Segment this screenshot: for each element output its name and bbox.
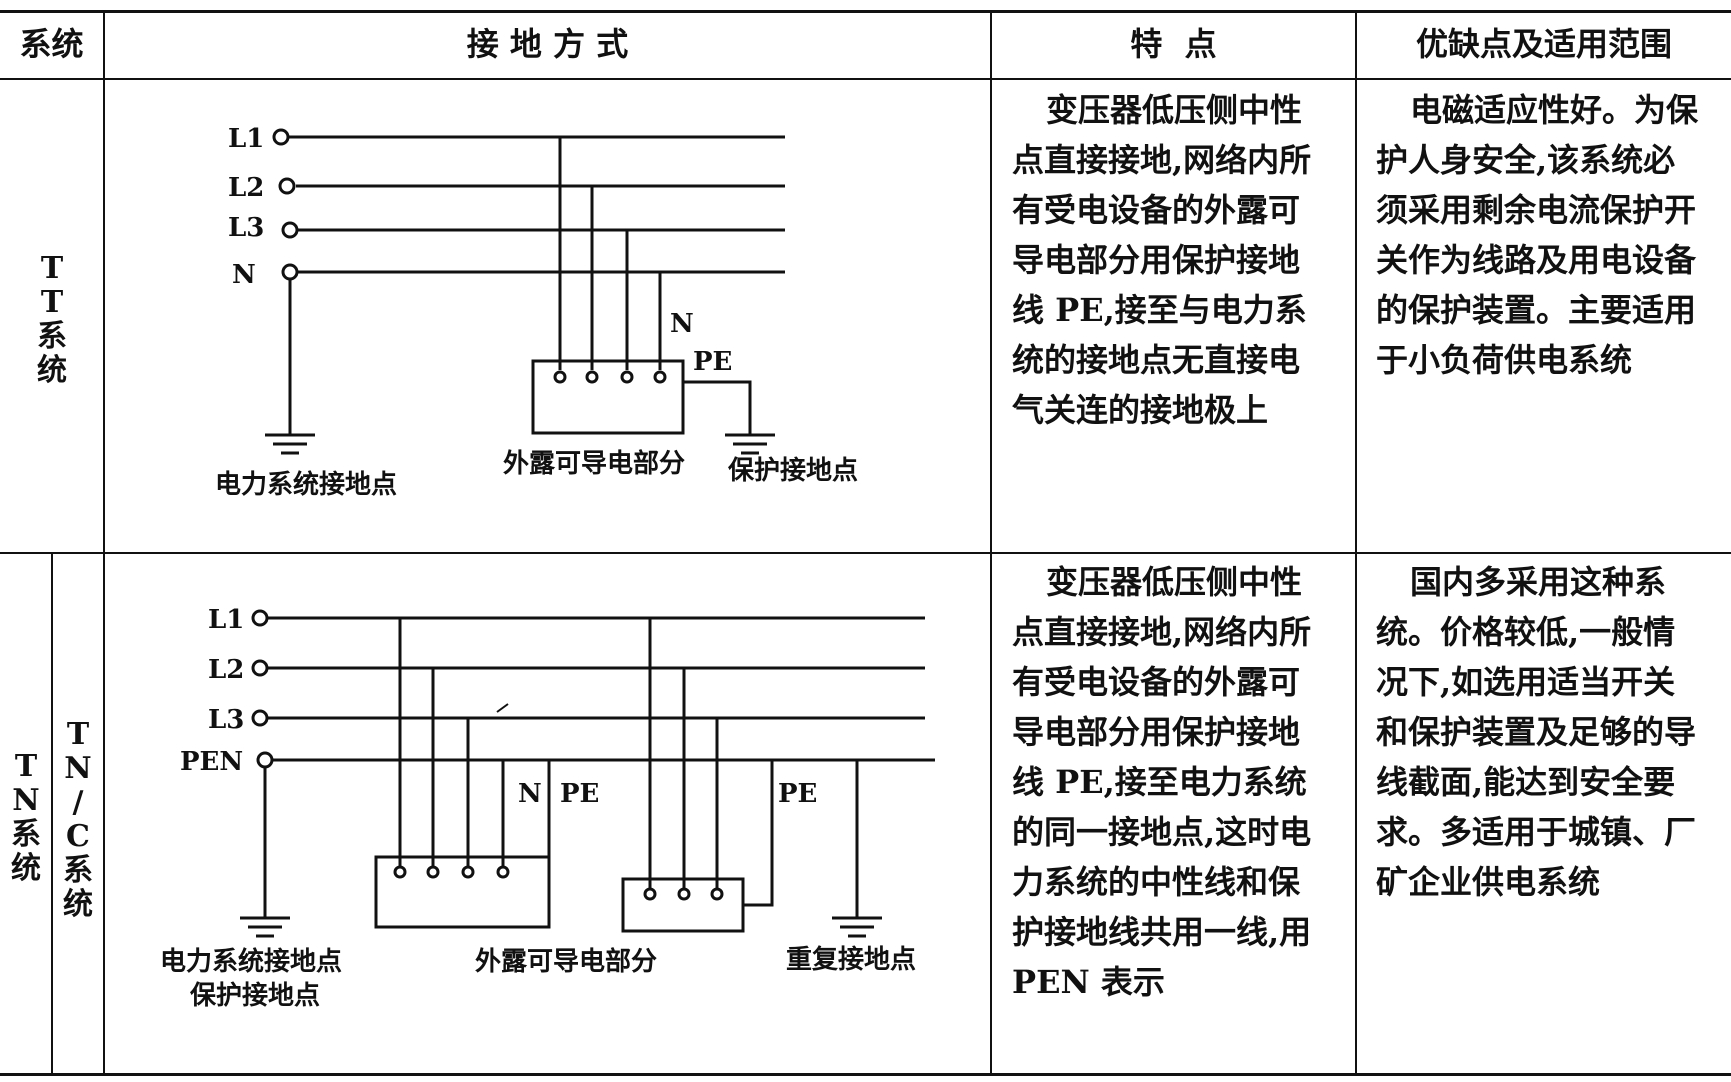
header-pros: 优缺点及适用范围 (1415, 25, 1672, 63)
header-method: 接 地 方 式 (466, 25, 629, 63)
tn-l3-label: L3 (208, 705, 244, 735)
tn-pe1-label: PE (560, 779, 599, 809)
tt-n-label: N (232, 260, 256, 290)
tnc-subsystem-label: T N / C 系 统 (63, 717, 93, 922)
table-bottom-rule (0, 1073, 1731, 1076)
tt-l3-label: L3 (228, 213, 264, 243)
l1-terminal-icon (272, 128, 290, 146)
tn-pros-text: 国内多采用这种系 统。价格较低,一般情 况下,如选用适当开关 和保护装置及足够的… (1376, 563, 1697, 901)
n-terminal-icon (281, 263, 299, 281)
tn-l1-label: L1 (208, 605, 244, 635)
pen-terminal-icon (256, 751, 274, 769)
tn-repeat-ground-label: 重复接地点 (786, 944, 916, 975)
tt-n-drop-label: N (670, 309, 694, 339)
tt-pe-label: PE (693, 347, 732, 377)
tt-power-ground-label: 电力系统接地点 (215, 469, 397, 500)
l1-terminal-icon (251, 609, 269, 627)
tn-pe2-label: PE (778, 779, 817, 809)
repeat-ground-icon (832, 916, 882, 938)
tt-feature-text: 变压器低压侧中性 点直接接地,网络内所 有受电设备的外露可 导电部分用保护接地 … (1012, 91, 1312, 429)
tt-exposed-part-box (531, 359, 685, 435)
tn-l2-label: L2 (208, 655, 244, 685)
l3-terminal-icon (281, 221, 299, 239)
header-system: 系统 (19, 25, 84, 63)
l3-terminal-icon (251, 709, 269, 727)
col-divider-subsystem (51, 553, 53, 1075)
tn-power-ground-label: 电力系统接地点 (160, 946, 342, 977)
tn-pen-label: PEN (180, 747, 243, 777)
tt-l1-label: L1 (228, 124, 264, 154)
col-divider-system (103, 10, 105, 1076)
col-divider-feature (1355, 10, 1357, 1076)
tn-protect-ground-label: 保护接地点 (189, 980, 320, 1011)
power-ground-icon (265, 433, 315, 455)
tn-n-label: N (518, 779, 542, 809)
tt-exposed-label: 外露可导电部分 (503, 449, 685, 479)
col-divider-method (990, 10, 992, 1076)
header-bottom-rule (0, 78, 1731, 80)
tn-exposed-label: 外露可导电部分 (475, 947, 657, 977)
tt-protect-ground-label: 保护接地点 (727, 455, 858, 486)
header-feature: 特 点 (1130, 25, 1217, 63)
tn-feature-text: 变压器低压侧中性 点直接接地,网络内所 有受电设备的外露可 导电部分用保护接地 … (1012, 563, 1312, 1001)
tn-diagram (240, 609, 935, 938)
protect-ground-icon (725, 433, 775, 455)
row-separator (0, 552, 1731, 554)
tt-pros-text: 电磁适应性好。为保 护人身安全,该系统必 须采用剩余电流保护开 关作为线路及用电… (1376, 91, 1699, 379)
tn-system-label: T N 系 统 (11, 749, 41, 886)
tt-system-label: T T 系 统 (37, 251, 67, 388)
l2-terminal-icon (251, 659, 269, 677)
l2-terminal-icon (278, 177, 296, 195)
table-top-rule (0, 10, 1731, 13)
tn-exposed-part-box-1 (374, 855, 551, 929)
power-ground-icon (240, 916, 290, 938)
tt-l2-label: L2 (228, 173, 264, 203)
tt-diagram (265, 128, 785, 455)
